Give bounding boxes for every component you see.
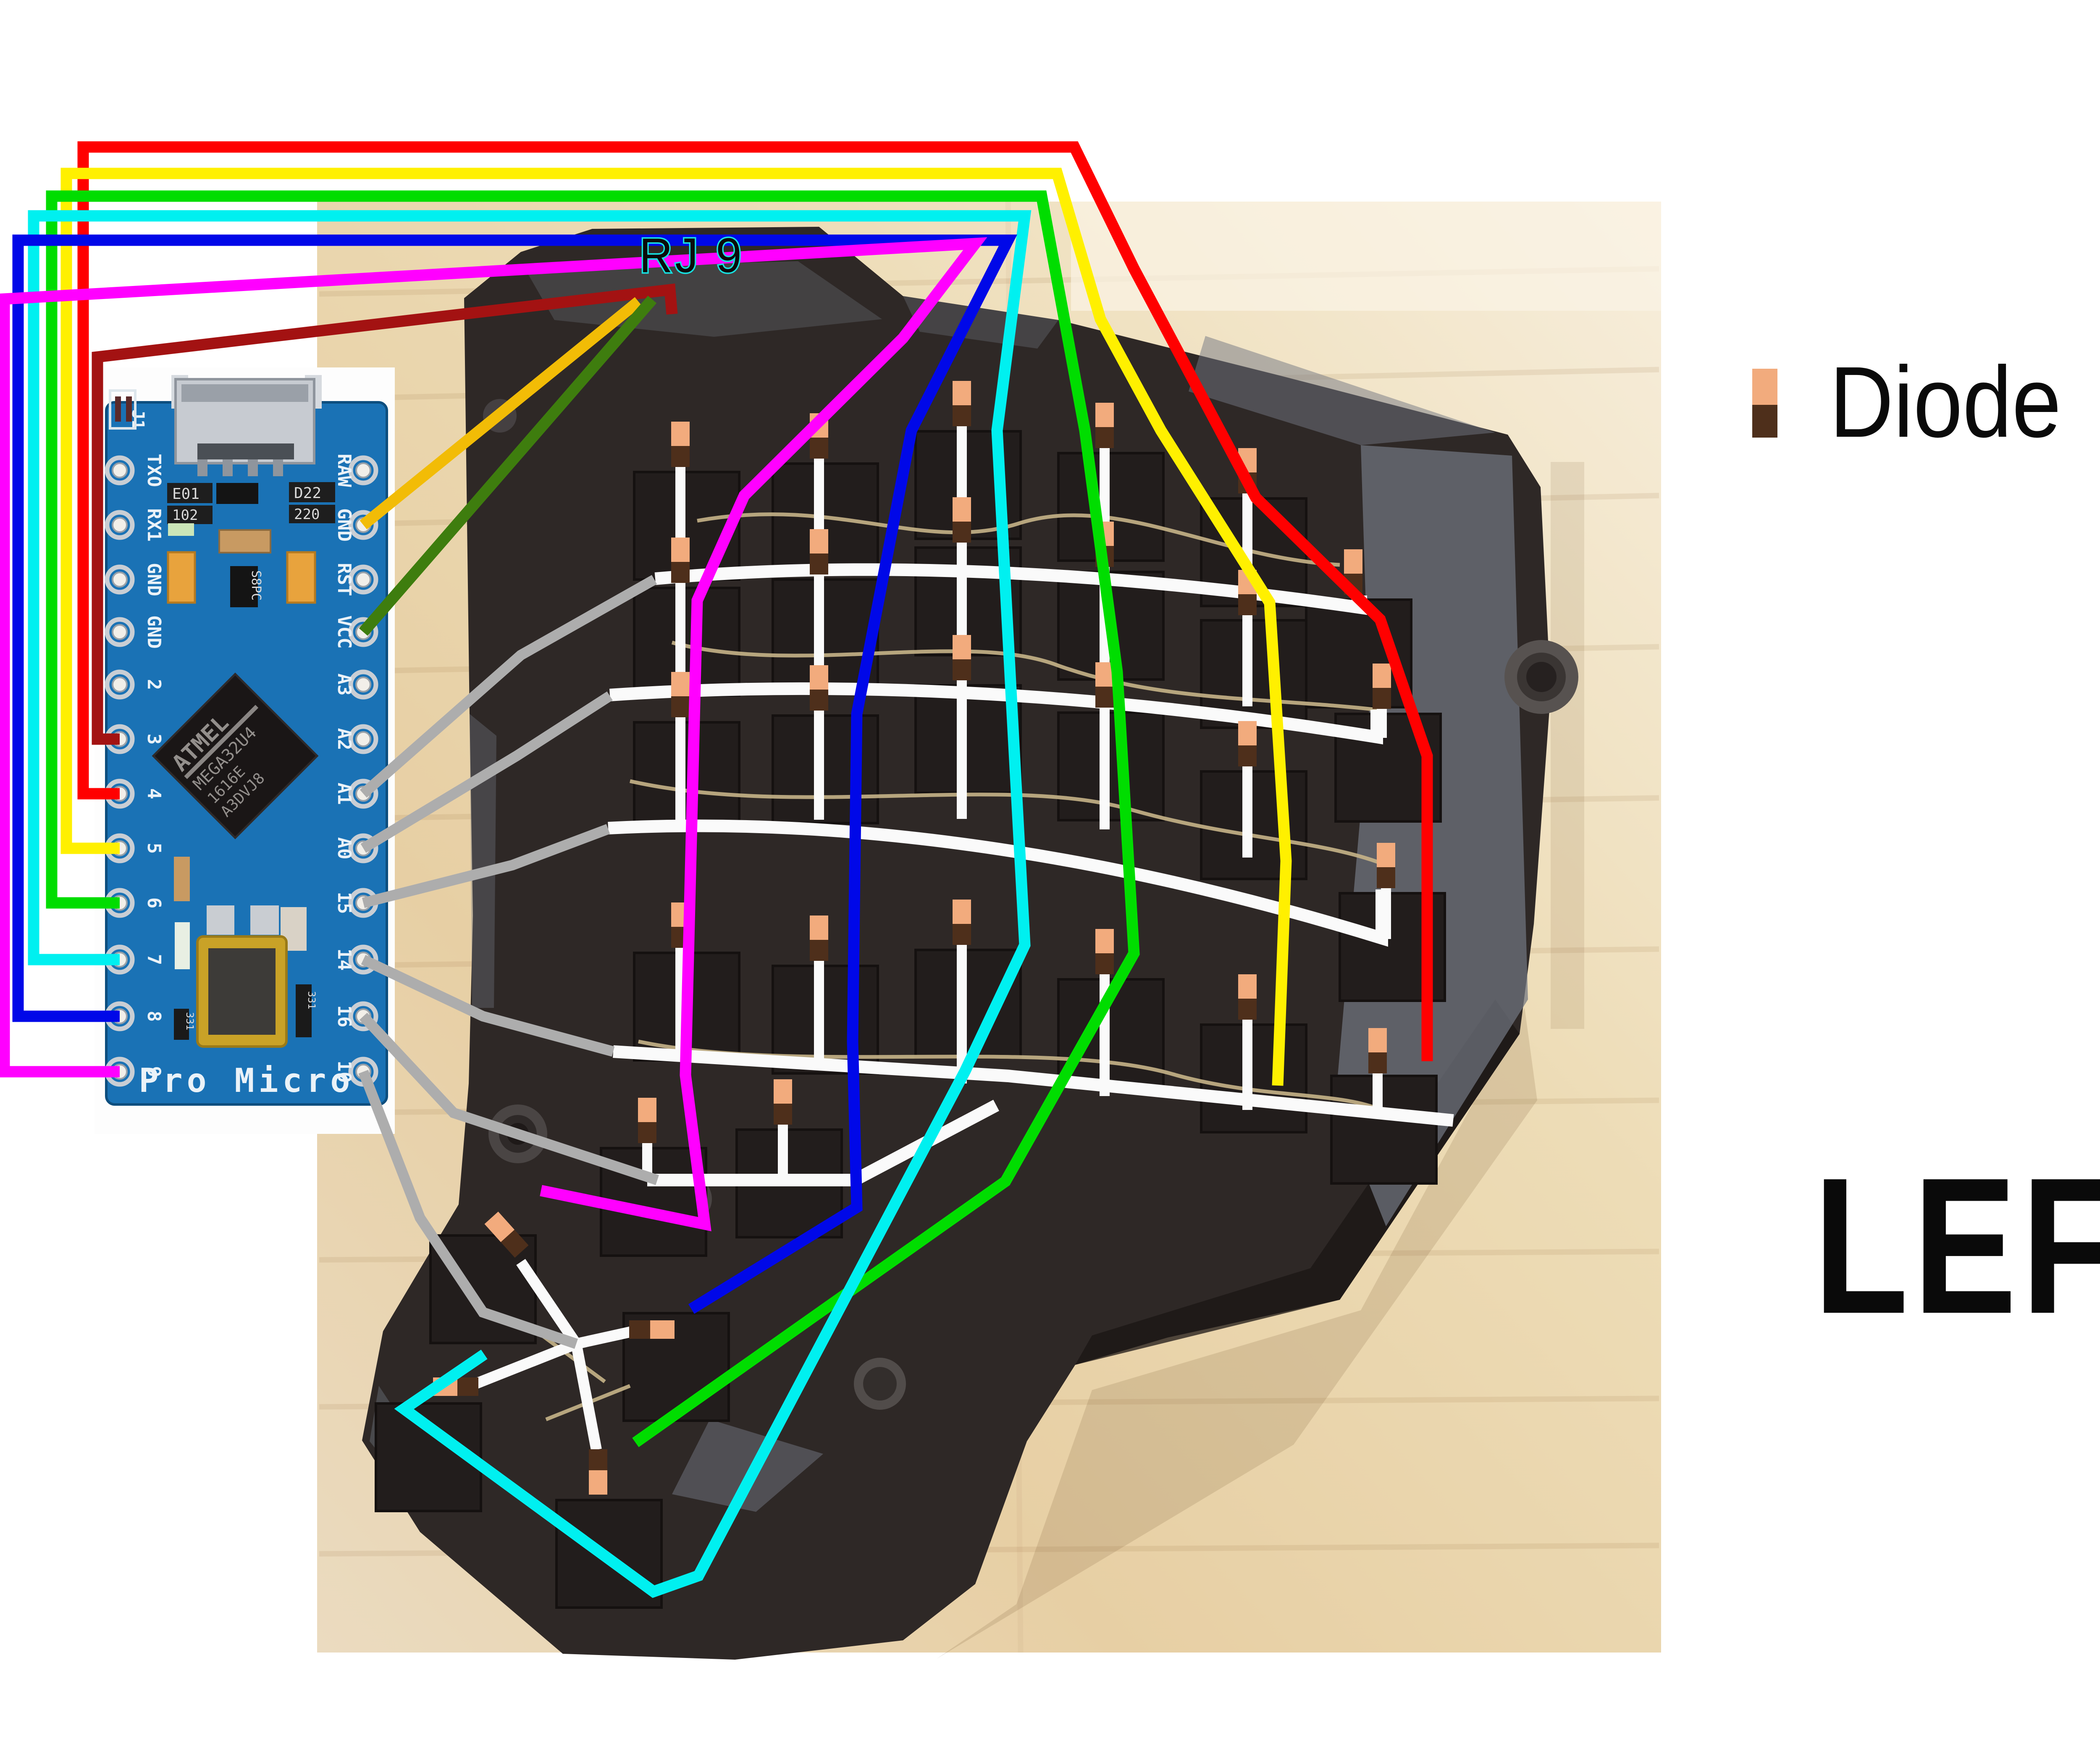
j1-pads bbox=[109, 389, 136, 430]
svg-text:7: 7 bbox=[143, 954, 165, 965]
svg-text:2: 2 bbox=[143, 679, 165, 690]
svg-text:S8PC: S8PC bbox=[249, 570, 263, 601]
row-wires-gray bbox=[358, 575, 659, 1349]
svg-text:A2: A2 bbox=[333, 728, 355, 750]
pro-micro-board: J1 E01 102 D22 220 S8PC 331 331 bbox=[106, 375, 388, 1106]
svg-text:9: 9 bbox=[143, 1066, 165, 1078]
svg-text:10: 10 bbox=[333, 1061, 355, 1083]
wire-row-a0 bbox=[360, 691, 613, 853]
svg-text:15: 15 bbox=[333, 892, 355, 914]
svg-text:102: 102 bbox=[172, 507, 198, 524]
svg-text:A3: A3 bbox=[333, 674, 355, 696]
legend-diode-cathode bbox=[1752, 405, 1777, 438]
svg-text:5: 5 bbox=[143, 843, 165, 854]
svg-text:16: 16 bbox=[333, 1005, 355, 1028]
wood-overexposed bbox=[1071, 202, 1661, 311]
svg-text:RST: RST bbox=[333, 563, 355, 596]
svg-text:14: 14 bbox=[333, 949, 355, 971]
wire-col-yellow bbox=[60, 168, 1292, 1086]
column-wires bbox=[0, 141, 1433, 1598]
case-shadow-right bbox=[1551, 462, 1584, 1029]
mcu-chip: ATMEL MEGA32U4 1616E A3DVJ8 bbox=[152, 672, 319, 839]
wire-rj9-dark-red bbox=[92, 283, 678, 745]
svg-text:VCC: VCC bbox=[333, 615, 355, 648]
wire-row-14 bbox=[361, 955, 615, 1057]
svg-text:4: 4 bbox=[143, 788, 165, 800]
legend-label: Diode bbox=[1830, 345, 2061, 458]
svg-text:D22: D22 bbox=[294, 485, 321, 502]
svg-text:GND: GND bbox=[143, 615, 165, 648]
svg-text:331: 331 bbox=[184, 1012, 196, 1030]
pin-labels-left: TXO RX1 GND GND 2 3 4 5 6 7 8 9 bbox=[143, 454, 165, 1077]
wire-col-blue bbox=[12, 234, 1017, 1314]
svg-text:E01: E01 bbox=[172, 485, 200, 503]
svg-text:TXO: TXO bbox=[143, 454, 165, 487]
legend-diode-anode bbox=[1752, 369, 1777, 405]
svg-text:RAW: RAW bbox=[333, 454, 355, 487]
board-name: Pro Micro bbox=[139, 1062, 354, 1100]
wire-rj9-dark-green bbox=[359, 296, 657, 636]
wire-row-a1 bbox=[360, 575, 657, 798]
svg-text:A0: A0 bbox=[333, 837, 355, 860]
rj9-label: RJ 9 bbox=[639, 228, 744, 282]
smd-components: E01 102 D22 220 S8PC 331 331 bbox=[167, 482, 335, 1048]
wire-row-10 bbox=[358, 1070, 578, 1349]
svg-text:6: 6 bbox=[143, 897, 165, 909]
svg-text:220: 220 bbox=[294, 506, 320, 523]
wire-col-cyan bbox=[28, 210, 1032, 1598]
title-group: LEFT bbox=[1814, 1137, 2100, 1354]
wire-row-15 bbox=[362, 824, 610, 908]
diode-stubs bbox=[642, 426, 1391, 1180]
svg-text:8: 8 bbox=[143, 1011, 165, 1022]
wire-rj9-gold bbox=[360, 297, 642, 530]
page-title: LEFT bbox=[1814, 1137, 2100, 1354]
thumb-star bbox=[472, 1259, 635, 1451]
pin-labels-right: RAW GND RST VCC A3 A2 A1 A0 15 14 16 10 bbox=[333, 454, 355, 1083]
wire-col-green bbox=[46, 190, 1140, 1448]
usb-connector bbox=[171, 375, 322, 476]
svg-text:GND: GND bbox=[333, 508, 355, 541]
svg-text:RX1: RX1 bbox=[143, 508, 165, 541]
svg-text:3: 3 bbox=[143, 734, 165, 745]
wire-col-red bbox=[77, 141, 1433, 1061]
case-shadow bbox=[937, 1008, 1537, 1659]
svg-text:331: 331 bbox=[306, 991, 318, 1009]
rj9-label-group: RJ 9 bbox=[638, 227, 744, 284]
svg-text:GND: GND bbox=[143, 563, 165, 596]
wire-col-magenta bbox=[0, 237, 987, 1232]
svg-text:A1: A1 bbox=[333, 783, 355, 805]
wire-row-16 bbox=[359, 1013, 659, 1185]
legend: Diode bbox=[1752, 345, 2061, 458]
